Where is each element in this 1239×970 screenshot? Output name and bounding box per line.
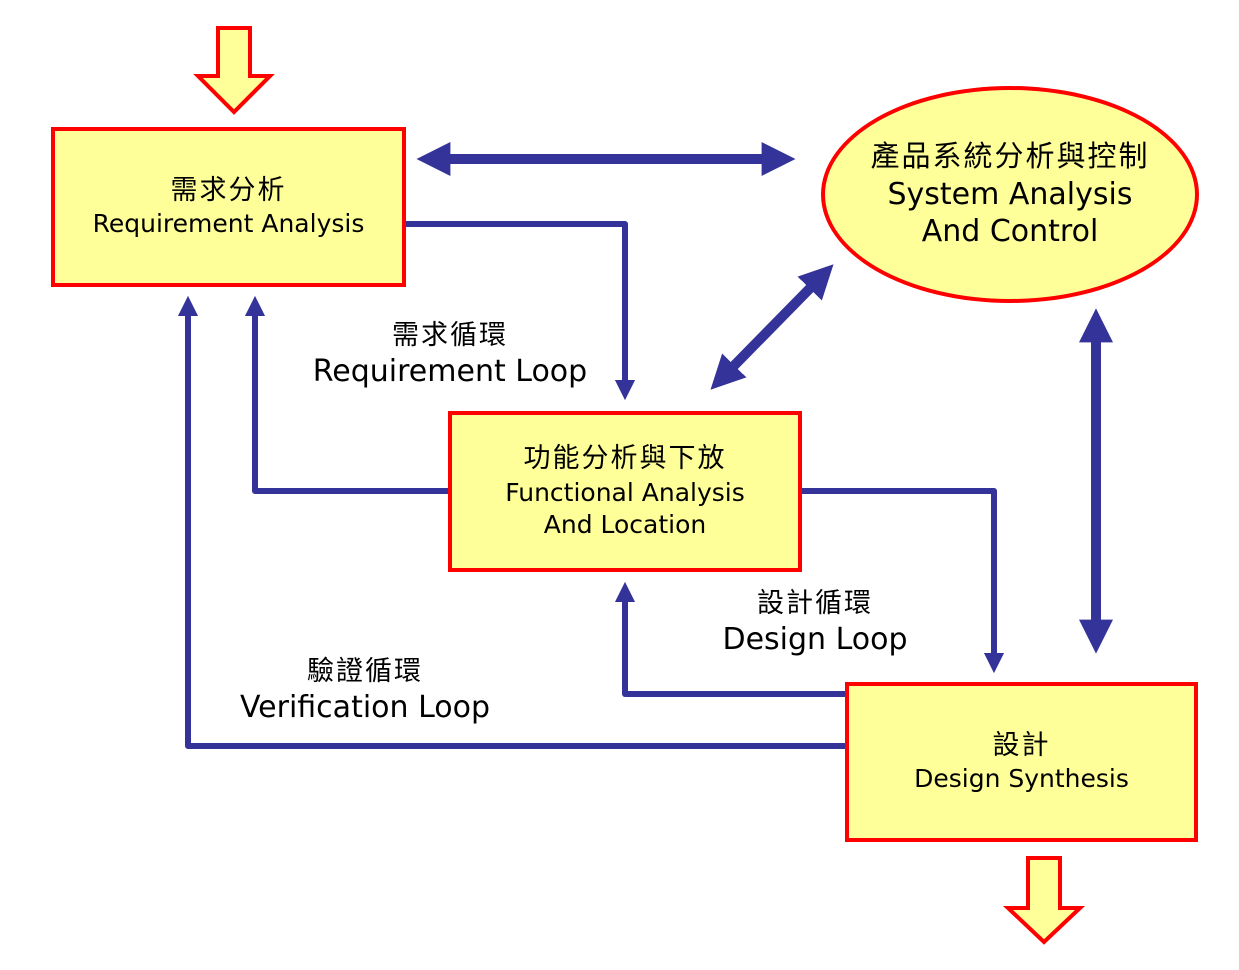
system-analysis-en-line2: And Control — [921, 214, 1099, 250]
system-analysis-zh: 產品系統分析與控制 — [870, 139, 1150, 174]
functional-analysis-zh: 功能分析與下放 — [523, 443, 727, 475]
functional-analysis-en-line1: Functional Analysis — [505, 477, 745, 507]
design-loop-zh: 設計循環 — [757, 588, 873, 619]
arrow-req-to-func — [406, 221, 636, 401]
verification-loop-zh: 驗證循環 — [307, 656, 423, 687]
design-synthesis-box: 設計 Design Synthesis — [845, 682, 1198, 842]
arrow-design-to-req — [177, 295, 845, 749]
system-analysis-ellipse: 產品系統分析與控制 System Analysis And Control — [821, 86, 1199, 303]
arrow-design-to-func — [614, 581, 845, 697]
requirement-loop-en: Requirement Loop — [312, 354, 588, 390]
requirement-loop-zh: 需求循環 — [392, 320, 508, 351]
design-synthesis-zh: 設計 — [992, 729, 1051, 761]
arrow-func-system — [710, 264, 834, 390]
design-loop-en: Design Loop — [722, 622, 908, 658]
requirement-analysis-en: Requirement Analysis — [92, 209, 365, 239]
requirement-analysis-zh: 需求分析 — [170, 174, 287, 206]
functional-analysis-en-line2: And Location — [543, 509, 707, 539]
requirement-loop-label: 需求循環 Requirement Loop — [290, 318, 610, 391]
design-loop-label: 設計循環 Design Loop — [700, 586, 930, 659]
input-block-arrow-icon — [193, 26, 275, 115]
system-analysis-en-line1: System Analysis — [887, 176, 1133, 212]
design-synthesis-en: Design Synthesis — [914, 764, 1129, 794]
verification-loop-label: 驗證循環 Verification Loop — [215, 654, 515, 727]
arrow-func-to-req — [244, 295, 448, 494]
arrow-func-to-design — [802, 488, 1005, 674]
output-block-arrow-icon — [1002, 856, 1086, 945]
verification-loop-en: Verification Loop — [239, 690, 491, 726]
requirement-analysis-box: 需求分析 Requirement Analysis — [51, 127, 406, 287]
functional-analysis-box: 功能分析與下放 Functional Analysis And Location — [448, 411, 802, 572]
